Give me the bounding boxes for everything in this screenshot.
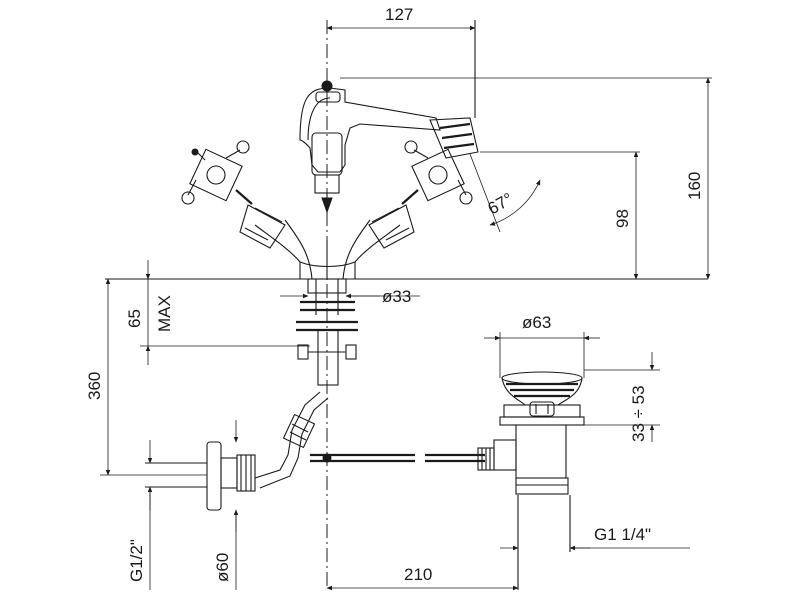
dim-127: 127 [385, 5, 413, 24]
dim-dia-60: ø60 [213, 553, 232, 582]
dim-dia-63: ø63 [522, 313, 551, 332]
dim-360: 360 [85, 372, 104, 400]
pop-up-waste [493, 371, 585, 495]
dimension-lines [100, 25, 712, 591]
left-handle [181, 140, 286, 249]
angle-67: 67° [485, 189, 517, 218]
dim-210: 210 [404, 565, 432, 584]
mixer-body [105, 80, 708, 280]
dim-98: 98 [613, 209, 632, 228]
dim-dia-33: ø33 [382, 287, 411, 306]
dimension-labels: 127 160 98 67° 65 MAX 360 ø33 ø63 33 ÷ 5… [85, 5, 704, 584]
dim-65: 65 [125, 309, 144, 328]
dim-g1-2: G1/2" [127, 539, 146, 582]
center-lines [326, 20, 571, 590]
right-handle [368, 140, 473, 249]
dim-g1-1-4: G1 1/4" [594, 525, 651, 544]
dim-max: MAX [155, 295, 174, 332]
dim-33-53: 33 ÷ 53 [629, 385, 648, 442]
wall-connection [145, 441, 256, 511]
fixing-assembly [254, 278, 358, 489]
pop-up-rod [310, 447, 495, 471]
dim-160: 160 [685, 172, 704, 200]
